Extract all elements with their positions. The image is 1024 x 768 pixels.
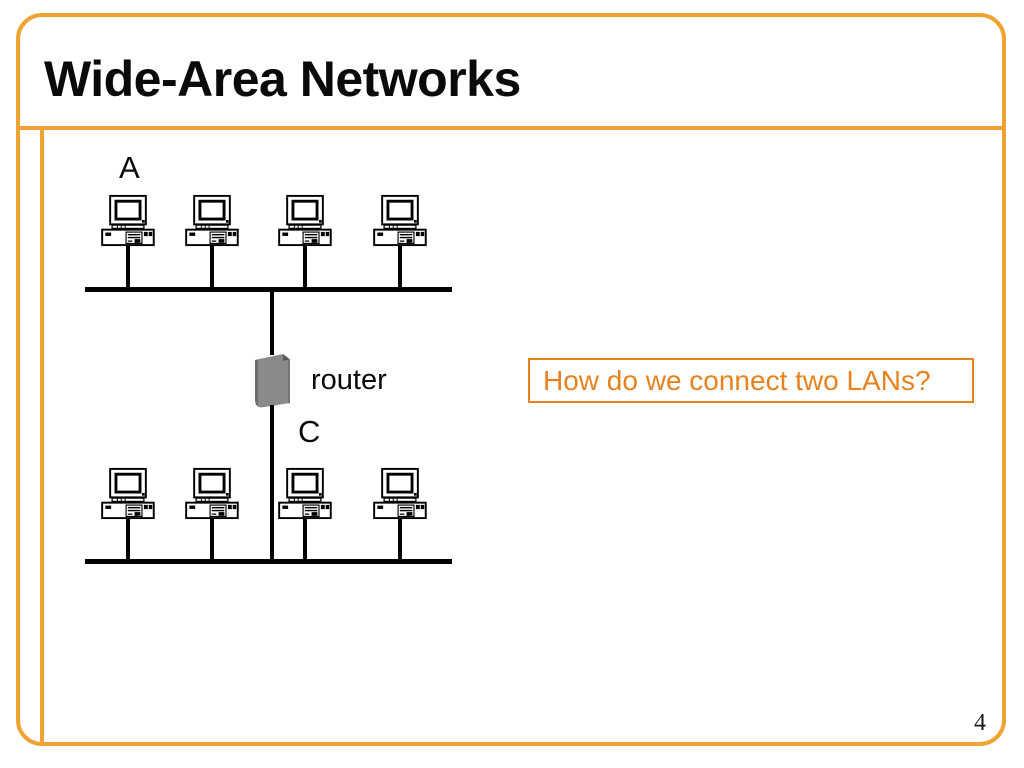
- lan-c-label: C: [298, 414, 321, 449]
- page-number: 4: [974, 710, 986, 736]
- question-box: How do we connect two LANs?: [528, 358, 974, 403]
- computer-icon: [373, 467, 427, 520]
- computer-icon: [101, 194, 155, 247]
- router-box: [255, 354, 290, 408]
- computer-icon: [185, 194, 239, 247]
- lan-c-bus-line: [85, 559, 452, 564]
- drop-line: [303, 518, 307, 562]
- drop-line: [126, 245, 130, 290]
- title-divider-rule: [18, 126, 1004, 130]
- computer-icon: [101, 467, 155, 520]
- router-uplink-line: [270, 291, 274, 355]
- lan-a-bus-line: [85, 287, 452, 292]
- drop-line: [398, 518, 402, 562]
- drop-line: [210, 245, 214, 290]
- drop-line: [210, 518, 214, 562]
- computer-icon: [278, 467, 332, 520]
- drop-line: [303, 245, 307, 290]
- drop-line: [126, 518, 130, 562]
- router-downlink-line: [270, 405, 274, 562]
- computer-icon: [185, 467, 239, 520]
- computer-icon: [373, 194, 427, 247]
- left-margin-rule: [40, 126, 44, 744]
- drop-line: [398, 245, 402, 290]
- router-label: router: [311, 364, 387, 396]
- computer-icon: [278, 194, 332, 247]
- slide-border: [16, 13, 1006, 746]
- lan-a-label: A: [119, 150, 140, 185]
- slide-title: Wide-Area Networks: [44, 51, 521, 107]
